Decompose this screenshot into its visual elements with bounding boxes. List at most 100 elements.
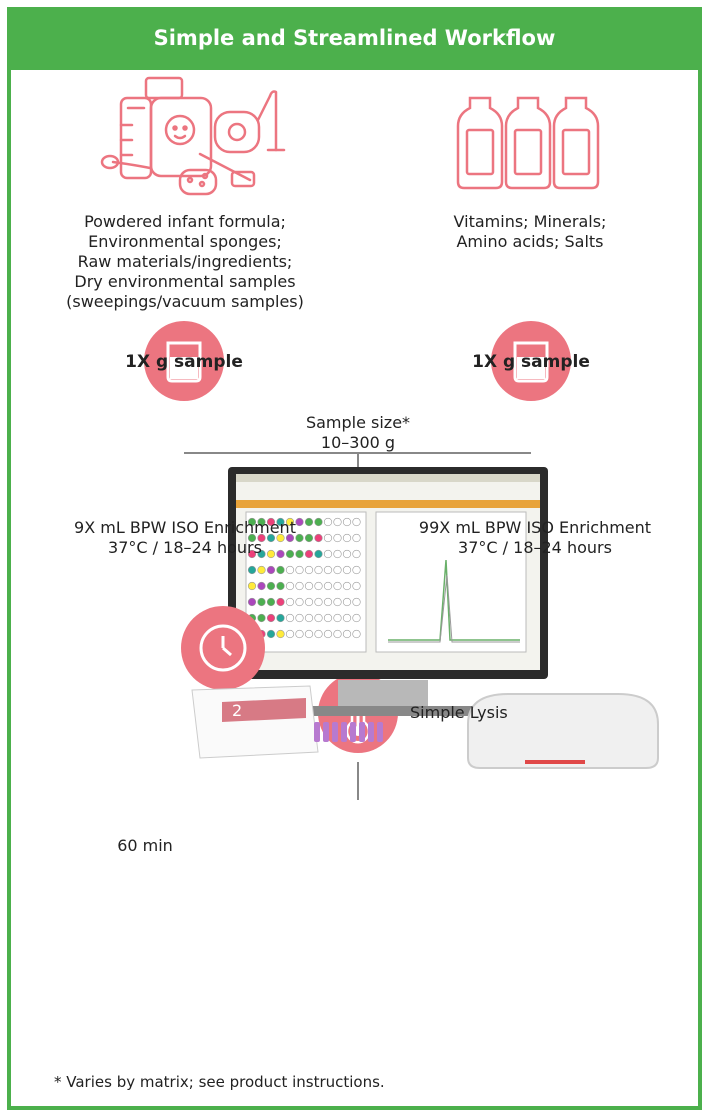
plate-well [323,629,333,639]
plate-well [266,581,276,591]
plate-well [342,565,352,575]
plate-well [276,533,285,543]
left-enrichment-text: 9X mL BPW ISO Enrichment 37°C / 18–24 ho… [40,518,330,558]
left-sample-amount: 1X g sample [125,352,243,372]
page-title: Simple and Streamlined Workflow [153,26,556,50]
plate-well [314,629,323,639]
plate-well [342,597,352,607]
plate-well [323,517,333,527]
plate-well [342,549,352,559]
reaction-tubes [314,722,383,742]
plate-well [323,549,333,559]
plate-well [314,549,323,559]
left-sample-types: Powdered infant formula; Environmental s… [54,212,316,312]
plate-well [276,613,285,623]
left-line-1: Powdered infant formula; [84,212,286,231]
plate-well [266,629,276,639]
left-enrichment-beaker-icon [144,321,224,401]
plate-well [285,613,295,623]
plate-well [333,597,342,607]
left-enrichment-medium: 9X mL BPW ISO Enrichment [74,518,296,537]
plate-well [333,613,342,623]
plate-well [266,613,276,623]
plate-well [247,533,257,543]
plate-well [304,517,314,527]
plate-well [266,533,276,543]
plate-well [295,565,304,575]
plate-well [342,533,352,543]
plate-well [314,533,323,543]
plate-well [257,517,266,527]
plate-well [352,549,361,559]
plate-well [352,517,361,527]
plate-well [257,597,266,607]
plate-well [304,629,314,639]
plate-well [352,597,361,607]
plate-well [247,581,257,591]
plate-well [342,581,352,591]
plate-well [266,597,276,607]
plate-well [295,629,304,639]
plate-well [247,517,257,527]
plate-well [304,581,314,591]
right-enrichment-beaker-icon [491,321,571,401]
plate-well [314,517,323,527]
plate-well [352,629,361,639]
plate-well [323,597,333,607]
plate-well [333,565,342,575]
plate-well [285,517,295,527]
sample-size-label: Sample size* [305,413,411,432]
svg-text:2: 2 [232,701,242,720]
plate-well [266,549,276,559]
plate-well [285,549,295,559]
right-sample-amount: 1X g sample [472,352,590,372]
plate-well [247,565,257,575]
plate-well [257,549,266,559]
plate-well [276,629,285,639]
plate-well [247,549,257,559]
plate-well [285,629,295,639]
infant-formula-and-vacuum-icon [100,76,286,196]
plate-well [276,565,285,575]
plate-well [352,533,361,543]
reader-device [467,693,659,769]
plate-well [266,565,276,575]
plate-well [352,565,361,575]
plate-well [295,549,304,559]
plate-well [314,597,323,607]
plate-well [342,517,352,527]
plate-well [266,517,276,527]
plate-well [257,581,266,591]
left-line-3: Raw materials/ingredients; [77,252,293,271]
plate-well [304,613,314,623]
plate-well [257,565,266,575]
plate-well [247,597,257,607]
left-line-4: Dry environmental samples [74,272,296,291]
right-enrichment-conditions: 37°C / 18–24 hours [458,538,612,557]
plate-well [304,565,314,575]
plate-well [323,565,333,575]
header-bar [7,7,702,70]
sample-size-range: 10–300 g [320,433,396,452]
footnote: * Varies by matrix; see product instruct… [54,1073,385,1091]
plate-well [333,533,342,543]
left-line-5: (sweepings/vacuum samples) [66,292,304,311]
three-bottles-icon [456,96,600,190]
plate-well [295,517,304,527]
plate-well [257,613,266,623]
right-sample-types: Vitamins; Minerals; Amino acids; Salts [405,212,655,252]
plate-well [276,597,285,607]
plate-well [314,581,323,591]
plate-well [285,581,295,591]
plate-well [333,549,342,559]
plate-well [314,613,323,623]
right-line-1: Vitamins; Minerals; [453,212,607,231]
time-label: 60 min [117,836,173,855]
plate-well [295,597,304,607]
plate-well [342,629,352,639]
plate-well [295,581,304,591]
plate-well [333,581,342,591]
left-line-2: Environmental sponges; [88,232,282,251]
plate-well [304,597,314,607]
plate-well [276,517,285,527]
